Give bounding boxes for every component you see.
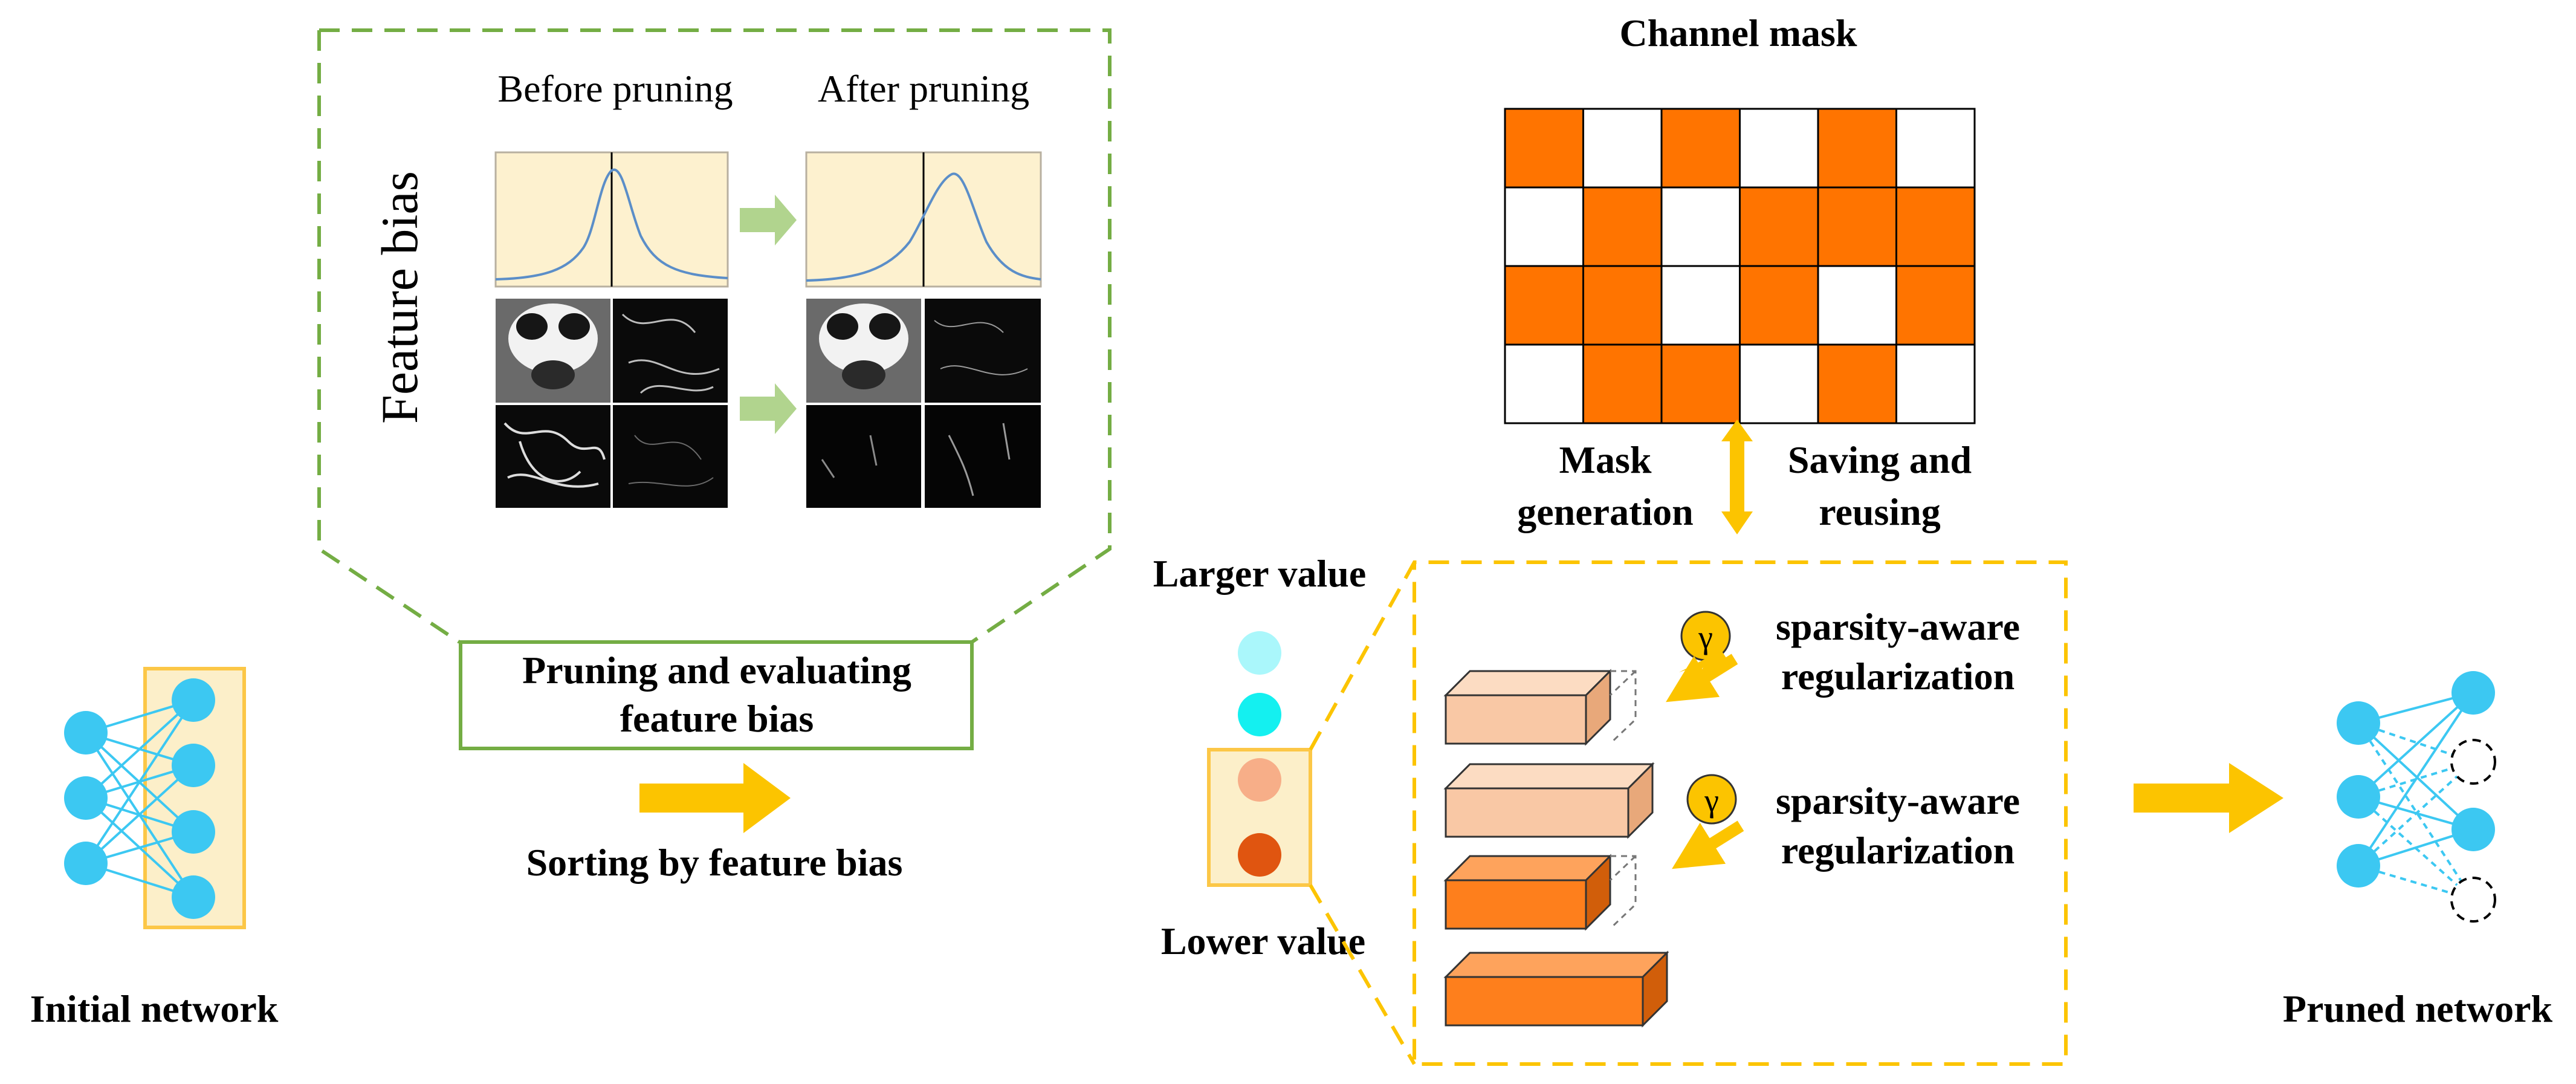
hidden-node — [172, 810, 215, 854]
pruned-network-label: Pruned network — [2283, 987, 2553, 1030]
mask-cell-inactive — [1660, 186, 1741, 267]
network-nodes — [64, 678, 215, 919]
mask-generation-label: generation — [1517, 490, 1694, 533]
saving-reusing-label: reusing — [1819, 490, 1941, 533]
hidden-node — [172, 875, 215, 919]
larger-value-label: Larger value — [1153, 552, 1367, 595]
channel-block — [1443, 854, 1637, 931]
hidden-node — [172, 678, 215, 722]
regularization-label: sparsity-aware — [1776, 779, 2020, 822]
channel-mask: Channel mask Mask generation Saving and … — [1504, 11, 1976, 534]
mask-cell-active — [1895, 265, 1976, 346]
pruned-network: Pruned network — [2283, 671, 2553, 1030]
feature-bias-panel: Feature bias Before pruning After prunin… — [317, 28, 1112, 884]
ranking-column: Larger value Lower value — [1153, 552, 1367, 962]
mask-cell-inactive — [1739, 343, 1819, 424]
mask-cell-inactive — [1895, 108, 1976, 189]
right-arrow-icon — [740, 383, 797, 434]
pruned-node — [2450, 877, 2496, 923]
right-arrow-icon — [740, 195, 797, 245]
input-node — [2337, 844, 2380, 888]
mask-cell-active — [1582, 265, 1663, 346]
feature-maps-before — [496, 299, 728, 508]
mask-cell-inactive — [1504, 186, 1584, 267]
mask-cell-active — [1582, 343, 1663, 424]
lower-value-label: Lower value — [1161, 920, 1365, 962]
mask-cell-active — [1660, 108, 1741, 189]
regularization-label: sparsity-aware — [1776, 605, 2020, 648]
feature-maps-after — [806, 299, 1041, 508]
mask-cell-inactive — [1895, 343, 1976, 424]
before-pruning-label: Before pruning — [497, 67, 733, 110]
right-arrow-icon — [639, 763, 791, 833]
pruned-node — [2450, 739, 2496, 785]
pruning-evaluating-box — [459, 640, 974, 750]
diagonal-arrow-icon — [1672, 820, 1744, 869]
feature-map-image — [925, 299, 1041, 403]
input-node — [2337, 701, 2380, 745]
feature-map-image — [496, 405, 610, 508]
pruning-evaluating-label: feature bias — [620, 697, 814, 740]
input-node — [64, 711, 108, 755]
channel-score-node — [1238, 833, 1281, 877]
feature-map-image — [806, 405, 921, 508]
channel-score-node — [1238, 693, 1281, 736]
after-distribution-plot — [805, 151, 1042, 288]
regularization-callout-outline — [1309, 560, 2068, 1066]
input-node — [2337, 775, 2380, 819]
feature-map-image — [925, 405, 1041, 508]
distribution-curve — [495, 168, 728, 281]
mask-cell-active — [1739, 265, 1819, 346]
mask-cell-active — [1817, 108, 1897, 189]
feature-bias-label: Feature bias — [371, 171, 429, 424]
input-node — [64, 776, 108, 820]
sorting-label: Sorting by feature bias — [526, 841, 903, 884]
mask-cell-inactive — [1582, 108, 1663, 189]
mask-cell-inactive — [1817, 265, 1897, 346]
regularization-label: regularization — [1781, 829, 2015, 872]
mask-cell-inactive — [1504, 343, 1584, 424]
feature-map-image — [613, 299, 728, 403]
hidden-node — [172, 744, 215, 787]
initial-network-label: Initial network — [30, 987, 279, 1030]
right-arrow-icon — [2134, 763, 2283, 833]
mask-cell-active — [1817, 186, 1897, 267]
diagonal-arrow-icon — [1666, 654, 1738, 703]
after-pruning-label: After pruning — [818, 67, 1029, 110]
mask-cell-active — [1660, 343, 1741, 424]
before-distribution-plot — [494, 151, 729, 288]
mask-cell-inactive — [1739, 108, 1819, 189]
regularization-panel: γ γ sparsity-aware regularization sparsi… — [1309, 560, 2068, 1066]
channel-mask-title: Channel mask — [1620, 11, 1857, 54]
mask-cell-inactive — [1660, 265, 1741, 346]
channel-score-node — [1238, 758, 1281, 802]
regularization-label: regularization — [1781, 655, 2015, 698]
channel-score-node — [1238, 631, 1281, 675]
hidden-node — [2451, 671, 2495, 715]
pruning-evaluating-label: Pruning and evaluating — [522, 649, 911, 692]
channel-block — [1443, 762, 1655, 839]
channel-block — [1443, 950, 1669, 1028]
distribution-curve — [806, 172, 1041, 282]
gamma-symbol: γ — [1698, 619, 1713, 655]
initial-network: Initial network — [30, 667, 279, 1030]
mask-cell-active — [1739, 186, 1819, 267]
hidden-node — [2451, 808, 2495, 851]
mask-cell-active — [1895, 186, 1976, 267]
mask-cell-active — [1504, 265, 1584, 346]
input-node — [64, 842, 108, 885]
mask-cell-active — [1582, 186, 1663, 267]
channel-mask-grid — [1504, 108, 1976, 424]
feature-callout-outline — [317, 28, 1112, 644]
channel-block — [1443, 669, 1637, 746]
double-arrow-icon — [1721, 420, 1753, 534]
saving-reusing-label: Saving and — [1788, 438, 1972, 481]
mask-generation-label: Mask — [1559, 438, 1652, 481]
mask-cell-active — [1817, 343, 1897, 424]
gamma-symbol: γ — [1704, 782, 1719, 819]
feature-map-image — [613, 405, 728, 508]
mask-cell-active — [1504, 108, 1584, 189]
